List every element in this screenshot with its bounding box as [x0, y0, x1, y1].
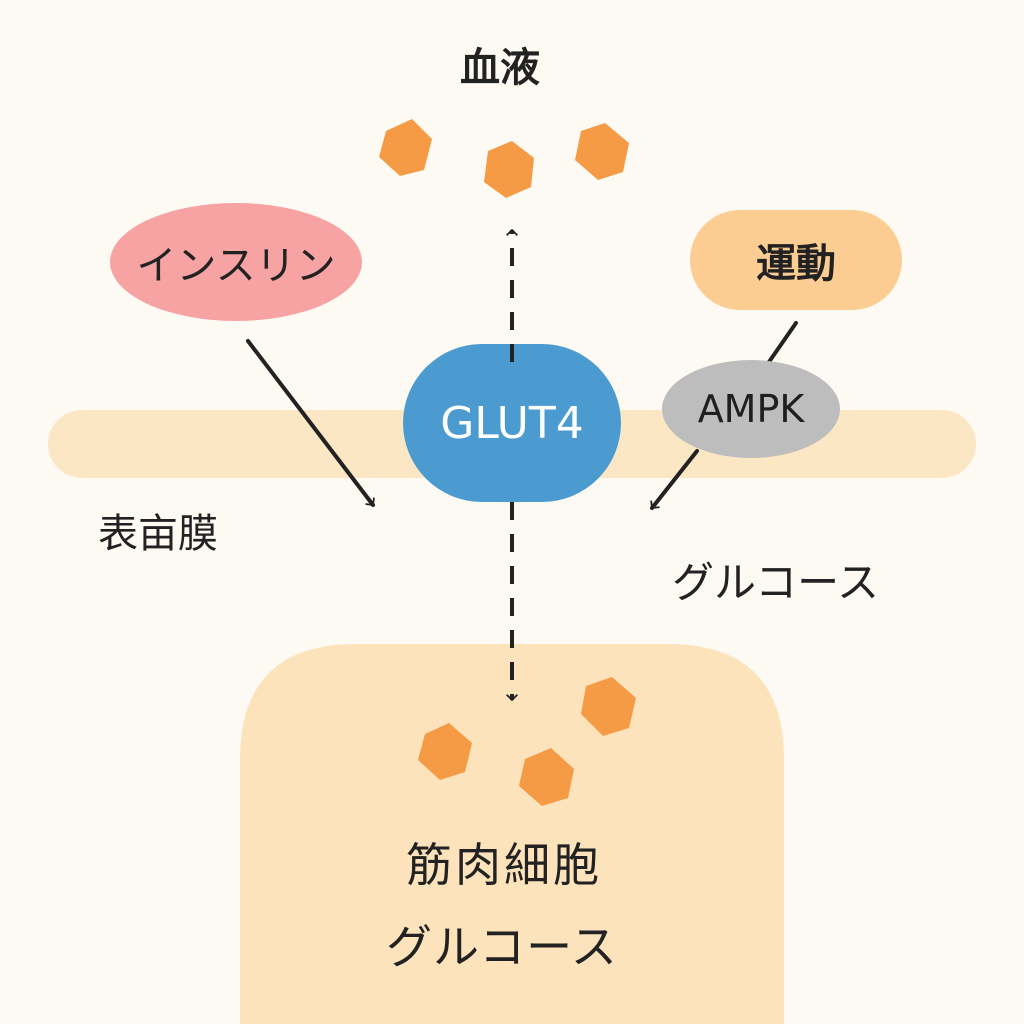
glucose-outside-label: グルコース [672, 558, 880, 607]
membrane-label: 表亩膜 [98, 511, 218, 557]
ampk-arrow [650, 449, 699, 510]
glut4-node [403, 344, 621, 502]
glut4-label: GLUT4 [440, 397, 584, 449]
glucose-molecule-blood-3 [575, 123, 629, 180]
ampk-label: AMPK [697, 387, 805, 431]
exercise-label: 運動 [756, 241, 836, 287]
insulin-arrow [246, 339, 375, 507]
glucose-molecule-blood-2 [484, 141, 534, 198]
glucose-molecule-blood-1 [379, 119, 432, 176]
muscle-cell-label: 筋肉細胞 [406, 838, 602, 892]
muscle-cell [240, 644, 784, 1024]
glucose-molecule-cell-1 [418, 723, 472, 780]
blood-label: 血液 [460, 45, 540, 91]
glucose-molecule-cell-3 [519, 748, 574, 806]
ampk-node [662, 360, 840, 458]
exercise-node [690, 210, 902, 310]
insulin-node [110, 203, 362, 321]
insulin-label: インスリン [136, 243, 336, 289]
glucose-molecule-cell-2 [581, 677, 636, 736]
glucose-inside-label: グルコース [386, 920, 618, 974]
